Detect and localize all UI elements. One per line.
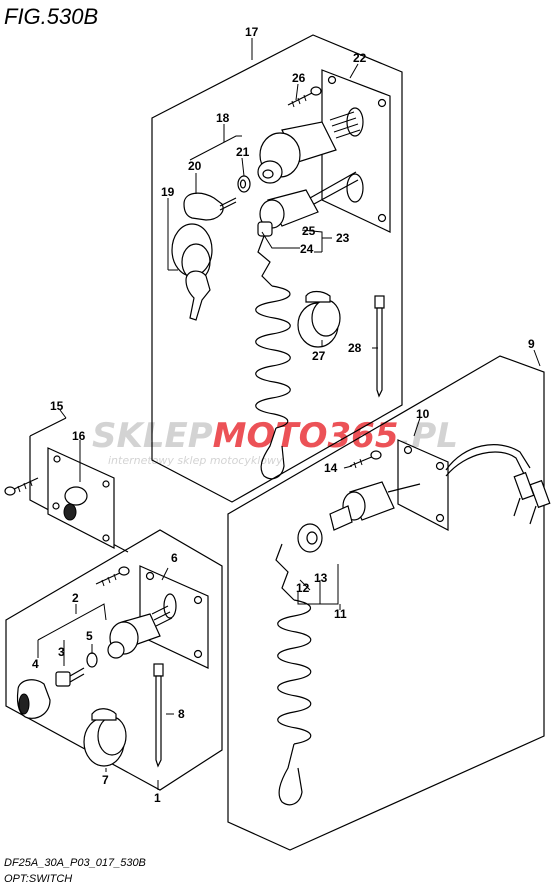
part-23-lanyard: [255, 235, 291, 480]
callout-7: 7: [102, 773, 109, 787]
callout-6: 6: [171, 551, 178, 565]
callout-25: 25: [302, 224, 316, 238]
callout-3: 3: [58, 645, 65, 659]
part-15-screw: [4, 477, 39, 496]
part-13-nut: [297, 523, 323, 553]
callout-9: 9: [528, 337, 535, 351]
callout-28: 28: [348, 341, 362, 355]
callout-14: 14: [324, 461, 338, 475]
part-23-stop-switch: [257, 171, 359, 237]
leader-lines-9: [297, 349, 541, 610]
callout-16: 16: [72, 429, 86, 443]
part-4-key-fob: [16, 679, 51, 719]
part-19-key-ring: [171, 223, 213, 321]
part-8-cable-tie: [153, 663, 164, 768]
part-7-cap: [83, 708, 127, 767]
callout-24: 24: [300, 242, 314, 256]
callout-17: 17: [245, 25, 259, 39]
callouts: 17 22 26 18 21 20 19 25 23 24 27 28 15 1…: [32, 25, 535, 805]
callout-5: 5: [86, 629, 93, 643]
callout-26: 26: [292, 71, 306, 85]
part-1-screw: [95, 566, 130, 587]
callout-12: 12: [296, 581, 310, 595]
callout-21: 21: [236, 145, 250, 159]
callout-27: 27: [312, 349, 326, 363]
part-26-screw: [287, 86, 322, 108]
callout-8: 8: [178, 707, 185, 721]
callout-10: 10: [416, 407, 430, 421]
callout-11: 11: [334, 607, 347, 621]
leader-lines-1: [37, 567, 174, 790]
callout-19: 19: [161, 185, 175, 199]
leader-lines-17: [167, 38, 378, 349]
part-12-lanyard: [275, 543, 312, 806]
part-2-key-switch: [107, 605, 173, 659]
part-22-panel: [321, 69, 391, 233]
footer-caption: OPT:SWITCH: [4, 873, 72, 885]
part-11-stop-switch: [329, 481, 421, 531]
part-16-switch-plate: [47, 447, 115, 549]
callout-1: 1: [154, 791, 161, 805]
part-14-screw: [349, 450, 382, 469]
part-18-key-switch: [257, 111, 361, 184]
watermark-tagline: internetowy sklep motocyklowy: [108, 454, 283, 467]
part-6-panel: [139, 565, 209, 669]
part-28-cable-tie: [374, 295, 385, 398]
callout-13: 13: [314, 571, 328, 585]
part-20-key: [183, 192, 237, 221]
callout-2: 2: [72, 591, 79, 605]
figure-title: FIG.530B: [4, 4, 98, 29]
footer-code: DF25A_30A_P03_017_530B: [4, 857, 146, 869]
part-10-panel: [397, 439, 449, 531]
callout-4: 4: [32, 657, 39, 671]
assembly-9-frame: [227, 355, 545, 851]
part-10-wire-harness: [445, 444, 551, 525]
assembly-1-frame: [5, 529, 223, 791]
callout-18: 18: [216, 111, 230, 125]
part-5-washer: [86, 652, 98, 668]
callout-22: 22: [353, 51, 367, 65]
part-27-cap: [297, 290, 341, 348]
callout-20: 20: [188, 159, 202, 173]
watermark-brand-part2: MOTO: [213, 416, 328, 456]
assembly-17-frame: [151, 34, 403, 503]
callout-23: 23: [336, 231, 350, 245]
part-3-key: [55, 667, 85, 687]
part-21-washer: [237, 175, 251, 193]
callout-15: 15: [50, 399, 64, 413]
